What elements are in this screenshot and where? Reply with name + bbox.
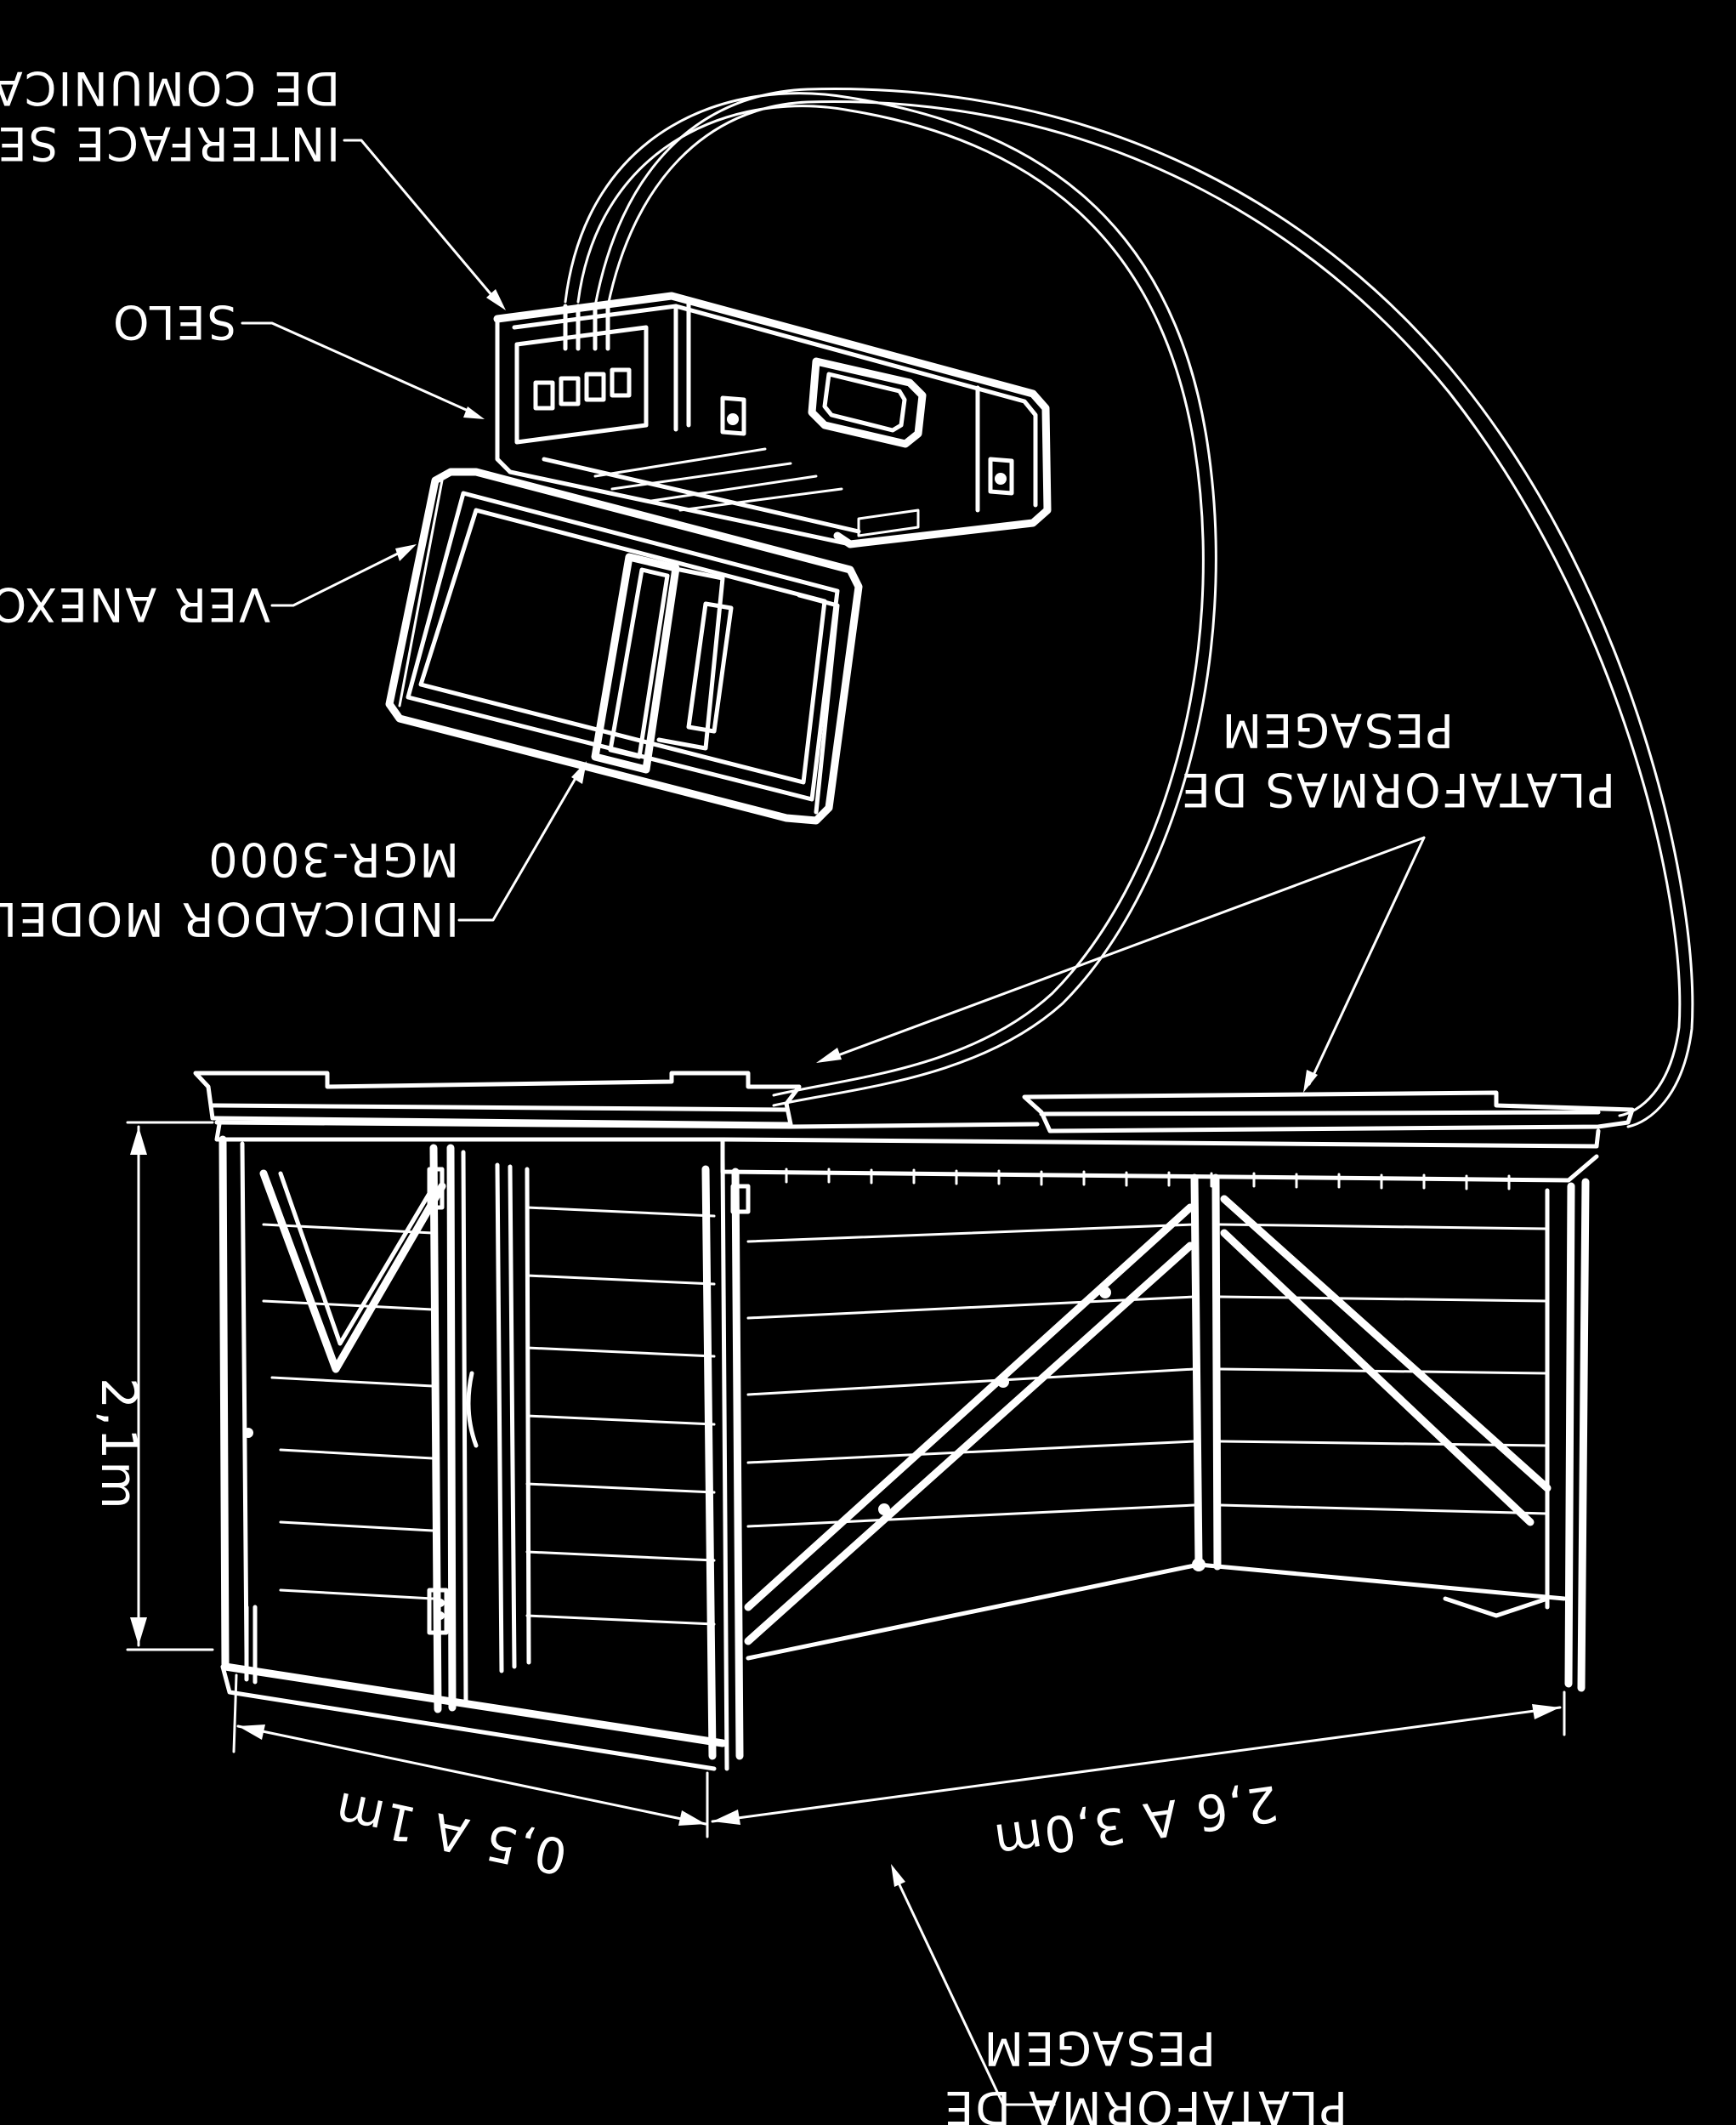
label-plataformas-line2: PLATAFORMAS DE bbox=[1180, 763, 1615, 816]
label-plataforma-line1: PESAGEM bbox=[982, 2021, 1216, 2075]
label-plataformas-line1: PESAGEM bbox=[1220, 703, 1454, 757]
label-plataforma-line2: PLATAFORMA DE bbox=[943, 2081, 1347, 2125]
cable-front-platform bbox=[564, 92, 1217, 1107]
leader-plataforma bbox=[891, 1864, 1056, 2106]
selo-connector-icon bbox=[533, 304, 632, 411]
dimension-height bbox=[126, 1121, 214, 1651]
label-indicador-line1: MGR-3000 bbox=[207, 832, 459, 886]
label-interface-line2: INTERFACE SERIAL bbox=[0, 116, 340, 170]
leader-selo bbox=[241, 321, 485, 419]
label-indicador-line2: INDICADOR MODELO bbox=[0, 892, 459, 946]
indicator-rear-case bbox=[493, 292, 1052, 548]
indicator-front-module bbox=[385, 468, 863, 825]
label-selo: SELO bbox=[111, 295, 236, 349]
dimension-width bbox=[232, 1673, 709, 1838]
dimension-width-label: 0,5 A 1m bbox=[329, 1780, 572, 1885]
cable-rear-platform bbox=[593, 88, 1694, 1128]
label-ver-anexo: VER ANEXO 3 bbox=[0, 577, 270, 631]
leader-indicador bbox=[457, 761, 587, 922]
dimension-length bbox=[711, 1690, 1566, 1825]
leader-ver-anexo bbox=[270, 544, 417, 607]
leader-plataformas bbox=[816, 836, 1426, 1093]
cattle-crate bbox=[193, 1071, 1635, 1771]
dimension-length-label: 2,6 A 3,0m bbox=[990, 1774, 1282, 1871]
dimension-height-label: 2,1m bbox=[90, 1378, 148, 1511]
label-interface-line1: DE COMUNICACAO bbox=[0, 61, 340, 115]
leader-interface-serial bbox=[343, 139, 506, 310]
